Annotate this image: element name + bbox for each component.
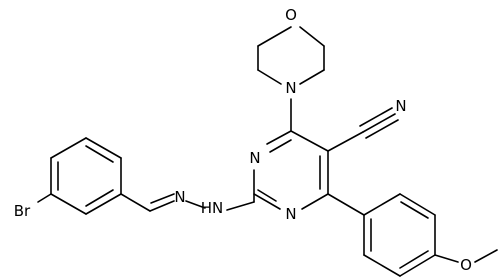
pyrimidine-n1-label: N [249, 149, 260, 167]
pyrimidine-n3-label: N [285, 205, 296, 223]
bromine-label: Br [14, 202, 31, 220]
morpholine-oxygen-label: O [285, 6, 297, 24]
morpholine-nitrogen-label: N [285, 79, 296, 97]
atom-labels: O N N N N HN N Br O [14, 6, 472, 274]
nitrile-nitrogen-label: N [395, 97, 406, 115]
methoxy-oxygen-label: O [460, 256, 472, 274]
hydrazone-nh-label: HN [201, 199, 224, 217]
hydrazone-n-label: N [174, 188, 185, 206]
bond-lines [37, 26, 498, 277]
